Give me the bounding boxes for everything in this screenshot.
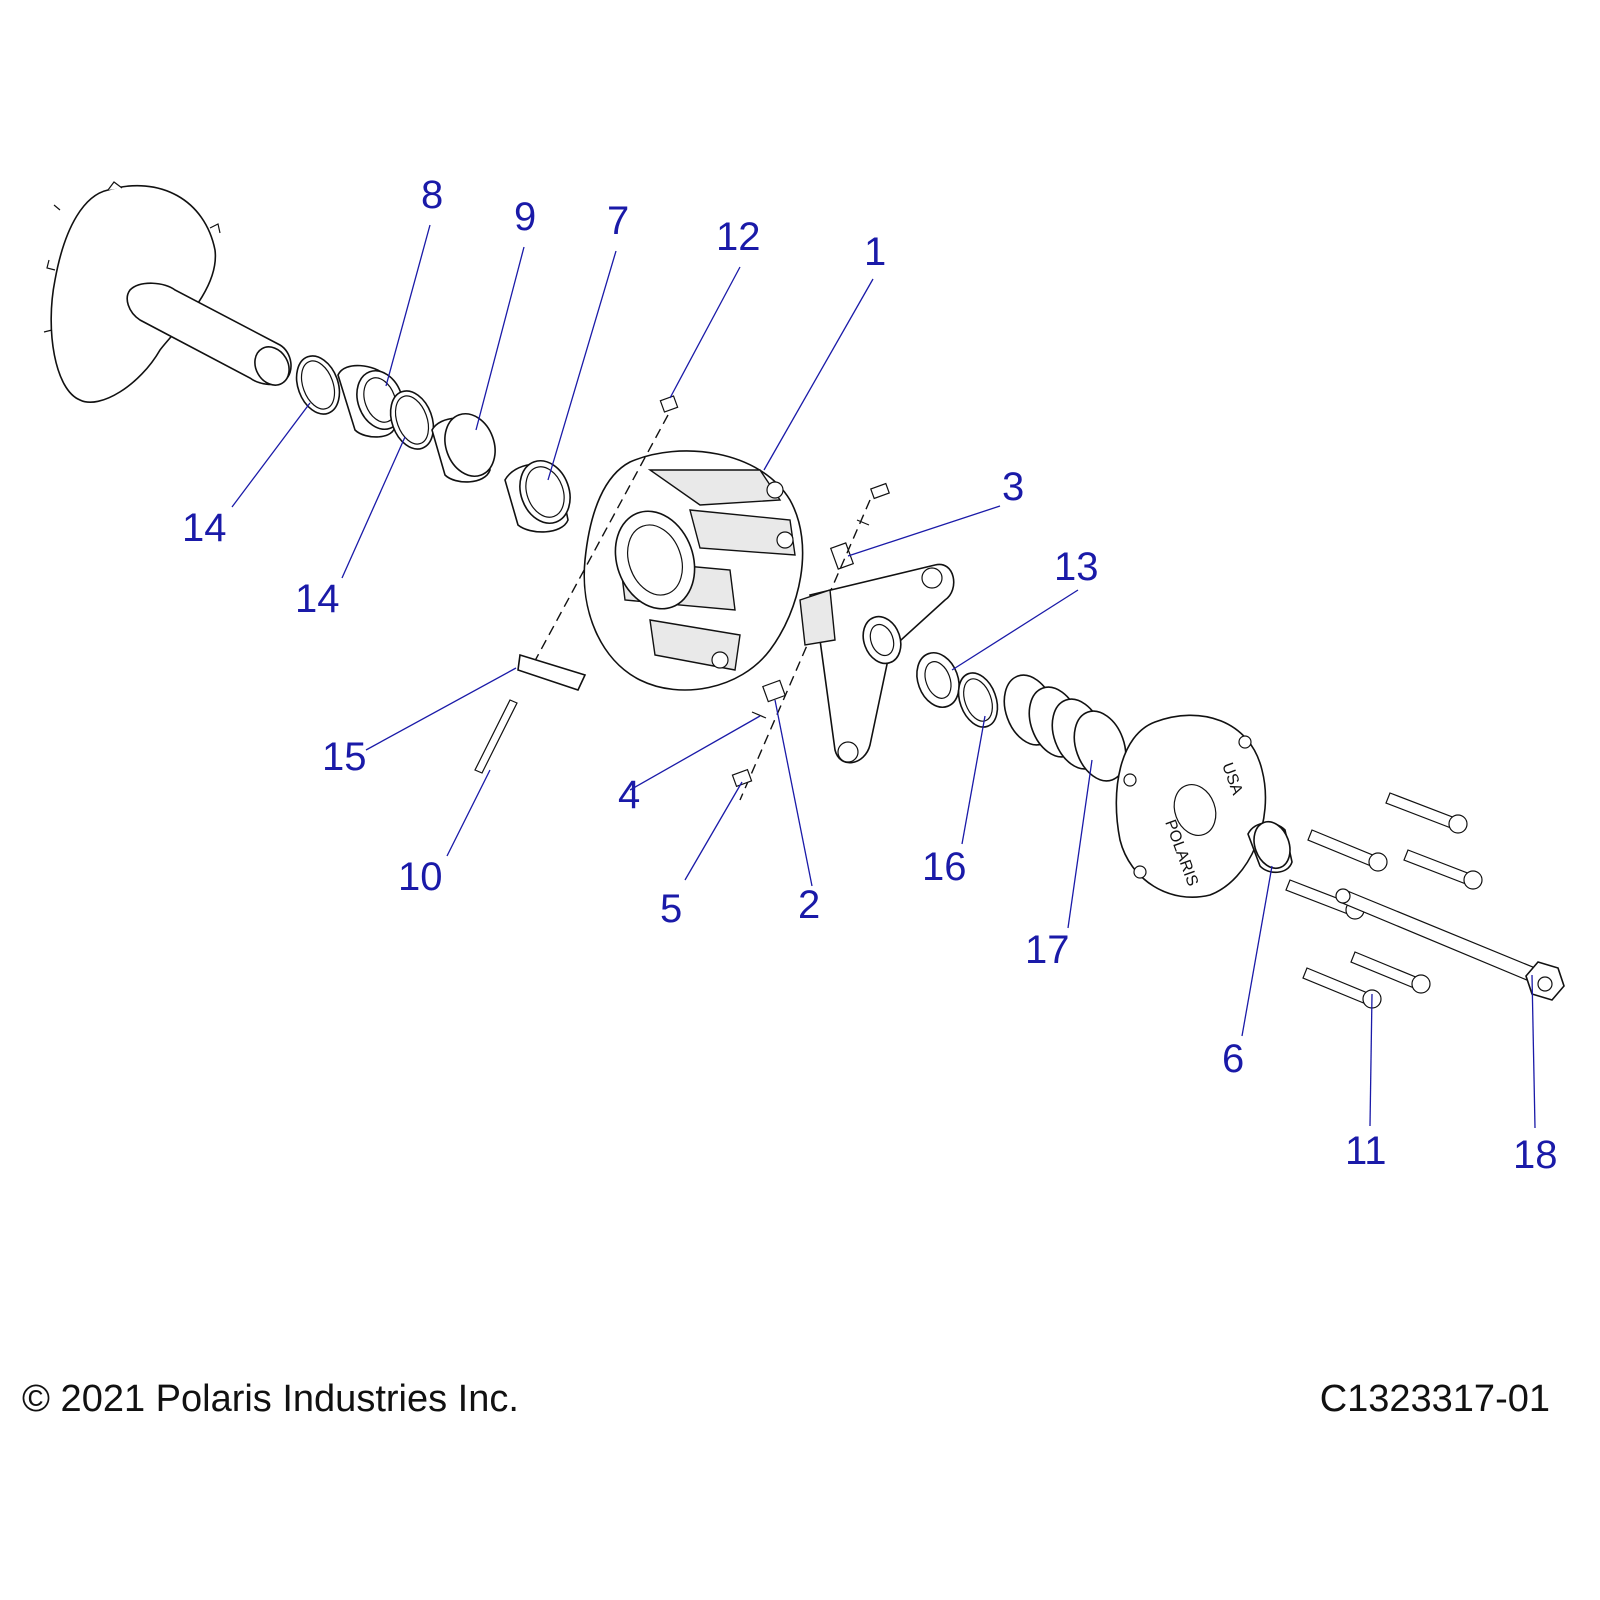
bushing-6 — [1247, 820, 1293, 874]
callout-6: 6 — [1222, 1037, 1244, 1081]
spider — [799, 563, 955, 764]
sheave-with-shaft — [43, 181, 292, 403]
roller-12 — [659, 395, 679, 413]
drawing-number: C1323317-01 — [1319, 1378, 1550, 1420]
bolt-18 — [1335, 888, 1565, 1001]
callout-16: 16 — [922, 845, 967, 889]
pin-10 — [474, 699, 518, 774]
cover-plate: USA POLARIS — [1115, 714, 1269, 898]
callout-11: 11 — [1345, 1129, 1387, 1173]
roller-2 — [762, 679, 786, 703]
roller-5 — [731, 768, 753, 788]
callout-14a: 14 — [182, 506, 227, 550]
callout-15: 15 — [322, 735, 367, 779]
callout-1: 1 — [864, 230, 886, 274]
bushing-9 — [431, 413, 496, 483]
callout-7: 7 — [607, 199, 629, 243]
callout-labels: 8 9 7 12 1 3 13 14 14 15 4 10 5 2 16 17 … — [182, 173, 1558, 1177]
callout-4: 4 — [618, 773, 640, 817]
leader-lines — [231, 224, 1536, 1129]
spring-17 — [1003, 674, 1127, 782]
callout-12: 12 — [716, 215, 761, 259]
callout-17: 17 — [1025, 928, 1070, 972]
callout-3: 3 — [1002, 465, 1024, 509]
callout-13: 13 — [1054, 545, 1099, 589]
callout-18: 18 — [1513, 1133, 1558, 1177]
housing-1 — [583, 450, 804, 691]
copyright-notice: © 2021 Polaris Industries Inc. — [22, 1378, 519, 1420]
callout-9: 9 — [514, 195, 536, 239]
callout-5: 5 — [660, 887, 682, 931]
callout-8: 8 — [421, 173, 443, 217]
washer-4 — [751, 711, 767, 719]
callout-10: 10 — [398, 855, 443, 899]
callout-14b: 14 — [295, 577, 340, 621]
weight-15 — [517, 653, 587, 691]
roller-3 — [829, 542, 855, 570]
bolts-11 — [1285, 792, 1483, 1009]
callout-2: 2 — [798, 883, 820, 927]
bushing-7 — [504, 460, 571, 533]
